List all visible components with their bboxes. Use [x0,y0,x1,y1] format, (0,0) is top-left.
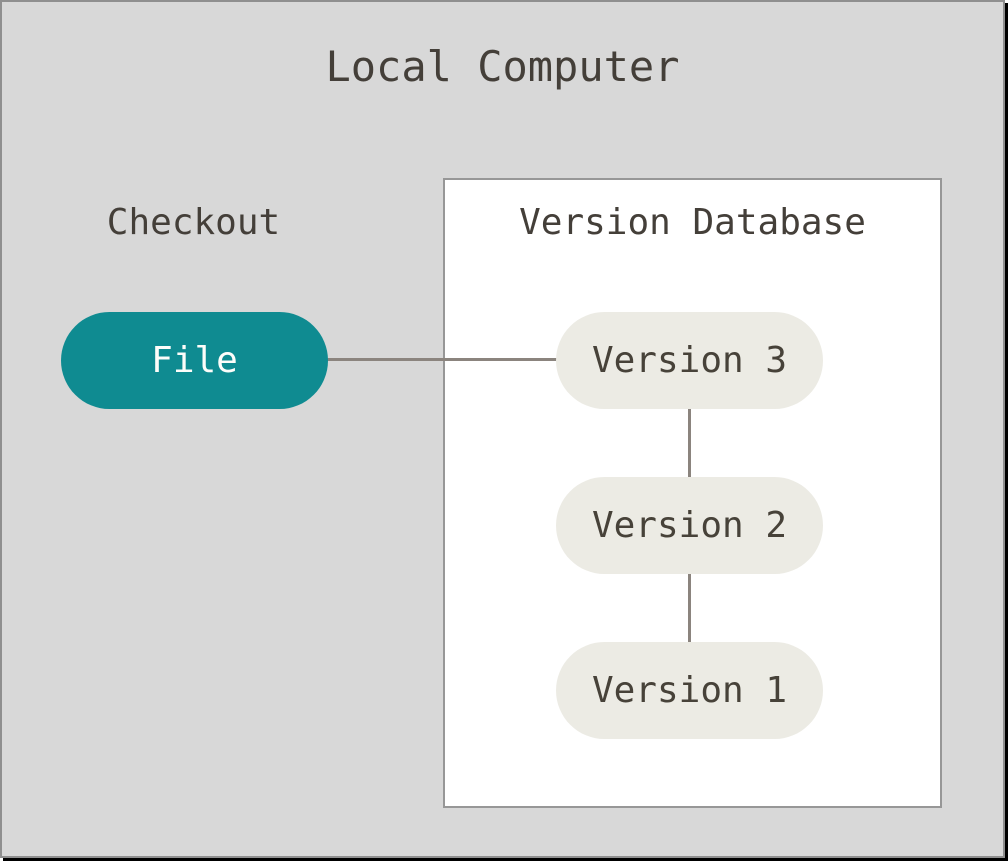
checkout-label: Checkout [106,202,281,243]
diagram-title: Local Computer [325,42,680,91]
version-node-3: Version 3 [556,312,823,409]
connector-version2-to-version1 [688,574,691,642]
version-database-title: Version Database [519,202,866,243]
connector-file-to-version3 [327,358,557,361]
version-node-1: Version 1 [556,642,823,739]
version-node-2: Version 2 [556,477,823,574]
connector-version3-to-version2 [688,409,691,477]
file-node: File [61,312,328,409]
